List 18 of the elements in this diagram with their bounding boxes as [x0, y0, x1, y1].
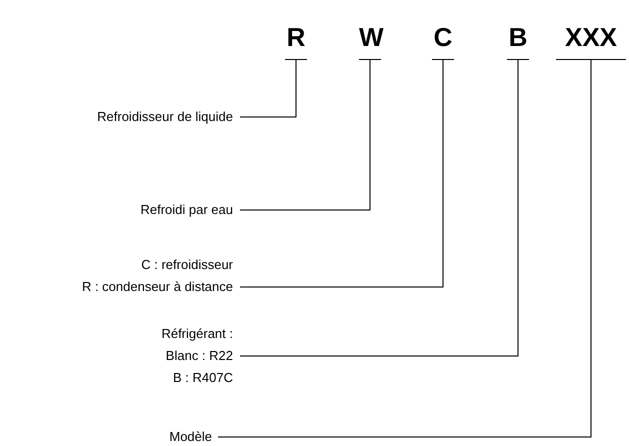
description-text: Modèle	[169, 428, 212, 446]
code-letter: C	[432, 22, 454, 60]
description-text: Refroidisseur de liquide	[97, 108, 233, 126]
code-letter: XXX	[556, 22, 626, 60]
leader-line	[240, 60, 444, 288]
leader-line	[240, 60, 296, 118]
description-text: B : R407C	[173, 369, 233, 387]
leader-line	[240, 60, 370, 210]
code-letter: W	[359, 22, 381, 60]
description-text: Refroidi par eau	[140, 201, 233, 219]
description-text: Réfrigérant :	[161, 325, 233, 343]
description-text: R : condenseur à distance	[82, 278, 233, 296]
description-text: Blanc : R22	[166, 347, 233, 365]
leader-line	[218, 60, 592, 438]
code-letter: B	[507, 22, 529, 60]
description-text: C : refroidisseur	[141, 256, 233, 274]
code-letter: R	[285, 22, 307, 60]
leader-line	[240, 60, 518, 356]
